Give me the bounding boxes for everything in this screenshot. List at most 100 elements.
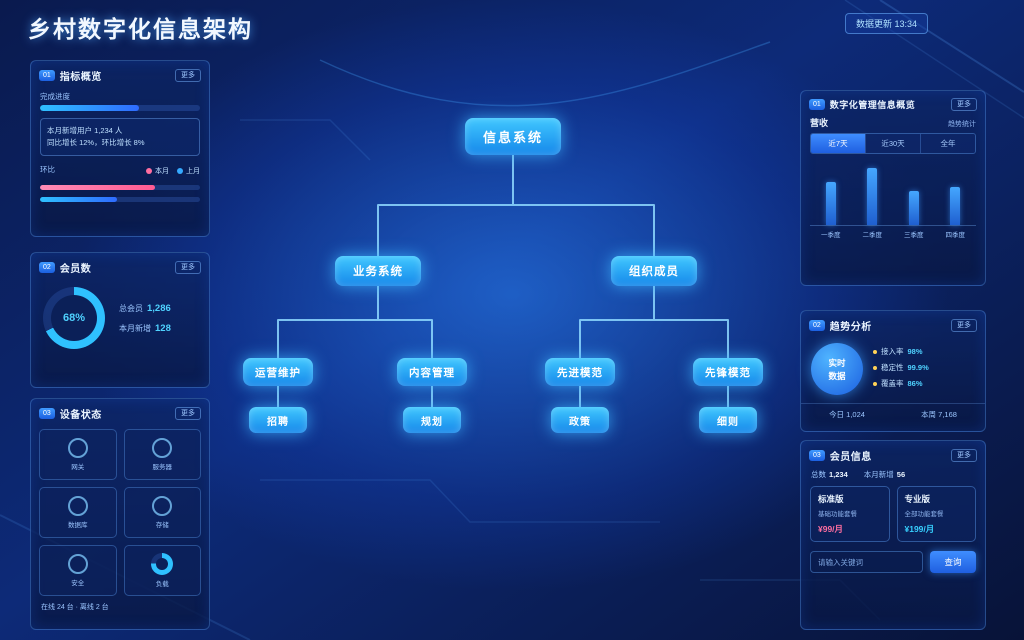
x-axis-label: 四季度	[945, 232, 966, 239]
tile-label: 服务器	[152, 464, 173, 471]
tree-node-level2[interactable]: 组织成员	[611, 256, 697, 286]
panel-title: 会员信息	[829, 452, 872, 463]
bullet-icon	[873, 381, 877, 386]
device-ring-icon	[67, 554, 88, 574]
device-tile[interactable]: 服务器	[123, 429, 201, 480]
subtitle-left: 营收	[810, 118, 829, 128]
panel-tag: 01	[809, 99, 825, 110]
trend-footer-stat: 本周 7,168	[921, 410, 957, 419]
status-badge: 数据更新 13:34	[845, 13, 929, 34]
tree-node-level4[interactable]: 细则	[699, 407, 757, 433]
more-button[interactable]: 更多	[951, 449, 977, 462]
tree-node-level3[interactable]: 先进模范	[545, 358, 615, 386]
donut-center-value: 68%	[62, 312, 86, 324]
tree-node-level4[interactable]: 招聘	[249, 407, 307, 433]
devices-footer: 在线 24 台 · 离线 2 台	[41, 604, 109, 611]
tree-node-level3[interactable]: 内容管理	[397, 358, 467, 386]
legend-dot-pink	[146, 168, 152, 174]
tree-node-root[interactable]: 信息系统	[465, 118, 561, 155]
note-line: 同比增长 12%，环比增长 8%	[47, 138, 145, 147]
tile-label: 网关	[71, 464, 85, 471]
compare-bar-track	[40, 185, 200, 190]
bullet-icon	[873, 365, 877, 370]
members-donut-chart: 68%	[43, 287, 105, 349]
bar	[867, 167, 878, 225]
realtime-circle: 实时 数据	[811, 343, 863, 395]
device-ring-icon	[152, 496, 173, 516]
panel-tag: 02	[39, 262, 55, 273]
compare-bar-current	[40, 185, 156, 190]
tree-node-level3[interactable]: 先锋模范	[693, 358, 763, 386]
tree-node-level4[interactable]: 规划	[403, 407, 461, 433]
range-tabs: 近7天 近30天 全年	[810, 133, 976, 154]
more-button[interactable]: 更多	[175, 261, 201, 274]
plan-card-standard[interactable]: 标准版 基础功能套餐 ¥99/月	[810, 486, 890, 542]
tile-label: 存储	[155, 522, 169, 529]
more-button[interactable]: 更多	[951, 319, 977, 332]
trend-item: 覆盖率 86%	[873, 378, 929, 389]
bullet-icon	[873, 349, 877, 354]
search-input[interactable]	[810, 551, 923, 573]
bar	[825, 181, 836, 225]
panel-tag: 03	[809, 450, 825, 461]
subtitle-right: 趋势统计	[948, 121, 976, 128]
more-button[interactable]: 更多	[951, 98, 977, 111]
note-line: 本月新增用户 1,234 人	[47, 126, 123, 135]
bar	[950, 186, 961, 225]
panel-devices: 03 设备状态 更多 网关 服务器 数据库 存储 安全 负载 在线 24 台 ·…	[30, 398, 210, 630]
x-axis-label: 三季度	[904, 232, 924, 239]
device-donut-chart	[151, 553, 174, 575]
legend-item: 上月	[177, 166, 200, 176]
panel-title: 趋势分析	[829, 322, 872, 333]
tree-node-level3[interactable]: 运营维护	[243, 358, 313, 386]
more-button[interactable]: 更多	[175, 407, 201, 420]
tile-label: 安全	[71, 580, 85, 587]
tree-node-level4[interactable]: 政策	[551, 407, 609, 433]
tile-label: 数据库	[68, 522, 88, 529]
panel-title: 会员数	[59, 264, 92, 275]
price: ¥99/月	[818, 524, 844, 534]
tab-7days[interactable]: 近7天	[811, 134, 865, 153]
bar	[908, 190, 919, 225]
device-tile[interactable]: 存储	[123, 487, 201, 538]
trend-item: 接入率 98%	[873, 346, 929, 357]
revenue-bar-chart	[810, 164, 976, 226]
device-tile[interactable]: 安全	[39, 545, 117, 596]
progress-fill	[40, 105, 140, 111]
page-title: 乡村数字化信息架构	[28, 16, 253, 42]
device-ring-icon	[67, 496, 88, 516]
compare-bar-previous	[40, 197, 117, 202]
panel-tag: 01	[39, 70, 55, 81]
device-tile[interactable]: 网关	[39, 429, 117, 480]
device-tile[interactable]: 数据库	[39, 487, 117, 538]
panel-overview: 01 指标概览 更多 完成进度 本月新增用户 1,234 人 同比增长 12%，…	[30, 60, 210, 237]
plan-card-pro[interactable]: 专业版 全部功能套餐 ¥199/月	[896, 486, 976, 542]
note-box: 本月新增用户 1,234 人 同比增长 12%，环比增长 8%	[40, 118, 200, 156]
tab-year[interactable]: 全年	[920, 134, 975, 153]
legend-dot-blue	[177, 168, 183, 174]
panel-tag: 03	[39, 408, 55, 419]
panel-tag: 02	[809, 320, 825, 331]
device-tile[interactable]: 负载	[123, 545, 201, 596]
legend-label: 本月	[155, 168, 169, 175]
price: ¥199/月	[904, 524, 935, 534]
search-button[interactable]: 查询	[930, 551, 976, 573]
legend-label: 上月	[186, 168, 200, 175]
panel-title: 数字化管理信息概览	[829, 100, 916, 110]
more-button[interactable]: 更多	[175, 69, 201, 82]
panel-revenue: 01 数字化管理信息概览 更多 营收 趋势统计 近7天 近30天 全年 一季度 …	[800, 90, 986, 286]
x-axis-label: 二季度	[862, 232, 883, 239]
tree-node-level2[interactable]: 业务系统	[335, 256, 421, 286]
x-axis-label: 一季度	[821, 232, 841, 239]
panel-title: 设备状态	[59, 410, 102, 421]
tab-30days[interactable]: 近30天	[865, 134, 920, 153]
progress-track	[40, 105, 200, 111]
device-ring-icon	[67, 438, 88, 458]
panel-title: 指标概览	[59, 72, 102, 83]
legend-item: 本月	[146, 166, 169, 176]
